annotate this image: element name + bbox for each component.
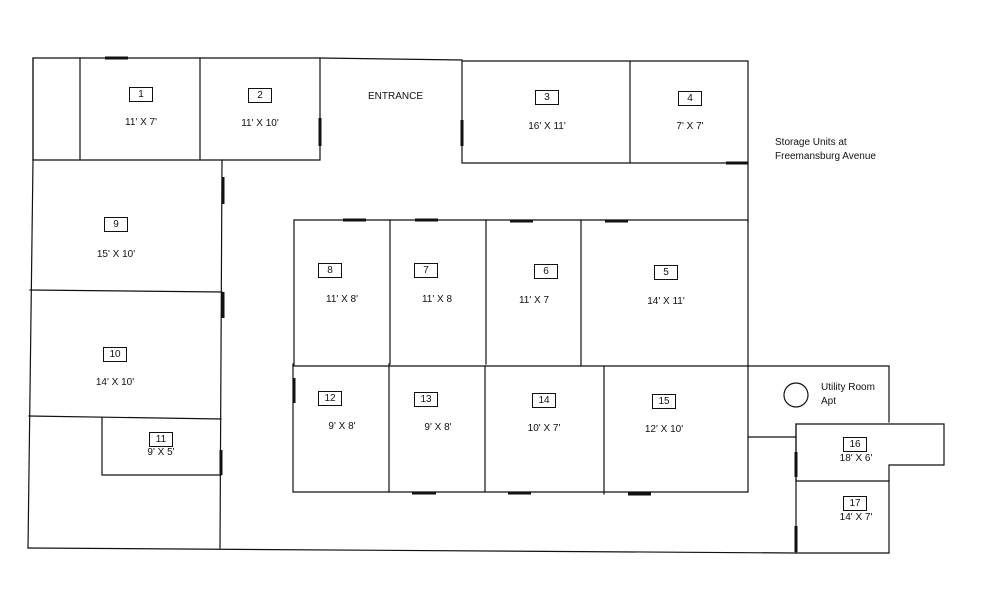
unit-13-size: 9' X 8' [424, 422, 452, 433]
unit-15-size: 12' X 10' [644, 424, 684, 435]
unit-4-size: 7' X 7' [676, 121, 704, 132]
utility-circle-icon [783, 382, 809, 408]
unit-9-label: 9 [104, 217, 128, 232]
unit-16-label: 16 [843, 437, 867, 452]
utility-room-sublabel: Apt [821, 396, 837, 407]
unit-17-label: 17 [843, 496, 867, 511]
unit-14-label: 14 [532, 393, 556, 408]
wall [219, 159, 223, 549]
unit-3-4-block [461, 60, 749, 164]
utility-room [747, 365, 890, 423]
wall [319, 57, 463, 61]
unit-12-label: 12 [318, 391, 342, 406]
unit-2-size: 11' X 10' [241, 118, 279, 129]
unit-1-size: 11' X 7' [125, 117, 157, 128]
utility-room-label: Utility Room [821, 382, 875, 393]
center-block [293, 219, 749, 367]
unit-4-label: 4 [678, 91, 702, 106]
wall [28, 415, 222, 420]
unit-9-size: 15' X 10' [96, 249, 136, 260]
unit-7-size: 11' X 8 [421, 294, 453, 305]
unit-11-label: 11 [149, 432, 173, 447]
wall [27, 159, 34, 549]
unit-13-label: 13 [414, 392, 438, 407]
unit-15-label: 15 [652, 394, 676, 409]
unit-6-size: 11' X 7 [518, 295, 550, 306]
outer-wall [32, 57, 321, 161]
unit-16-size: 18' X 6' [839, 453, 873, 464]
unit-5-size: 14' X 11' [647, 296, 685, 307]
entrance-label: ENTRANCE [368, 91, 424, 102]
unit-14-size: 10' X 7' [527, 423, 561, 434]
unit-3-size: 16' X 11' [528, 121, 566, 132]
unit-8-label: 8 [318, 263, 342, 278]
unit-17-box [795, 480, 890, 554]
unit-10-label: 10 [103, 347, 127, 362]
unit-17-size: 14' X 7' [839, 512, 873, 523]
unit-10-size: 14' X 10' [95, 377, 135, 388]
wall [29, 289, 223, 293]
unit-7-label: 7 [414, 263, 438, 278]
unit-8-size: 11' X 8' [326, 294, 358, 305]
unit-3-label: 3 [535, 90, 559, 105]
site-title-line2: Freemansburg Avenue [775, 151, 876, 162]
unit-12-size: 9' X 8' [328, 421, 356, 432]
unit-5-label: 5 [654, 265, 678, 280]
wall [27, 547, 796, 554]
unit-11-size: 9' X 5' [147, 447, 175, 458]
site-title-line1: Storage Units at [775, 137, 847, 148]
unit-11-box [101, 417, 222, 476]
unit-1-label: 1 [129, 87, 153, 102]
unit-2-label: 2 [248, 88, 272, 103]
unit-6-label: 6 [534, 264, 558, 279]
